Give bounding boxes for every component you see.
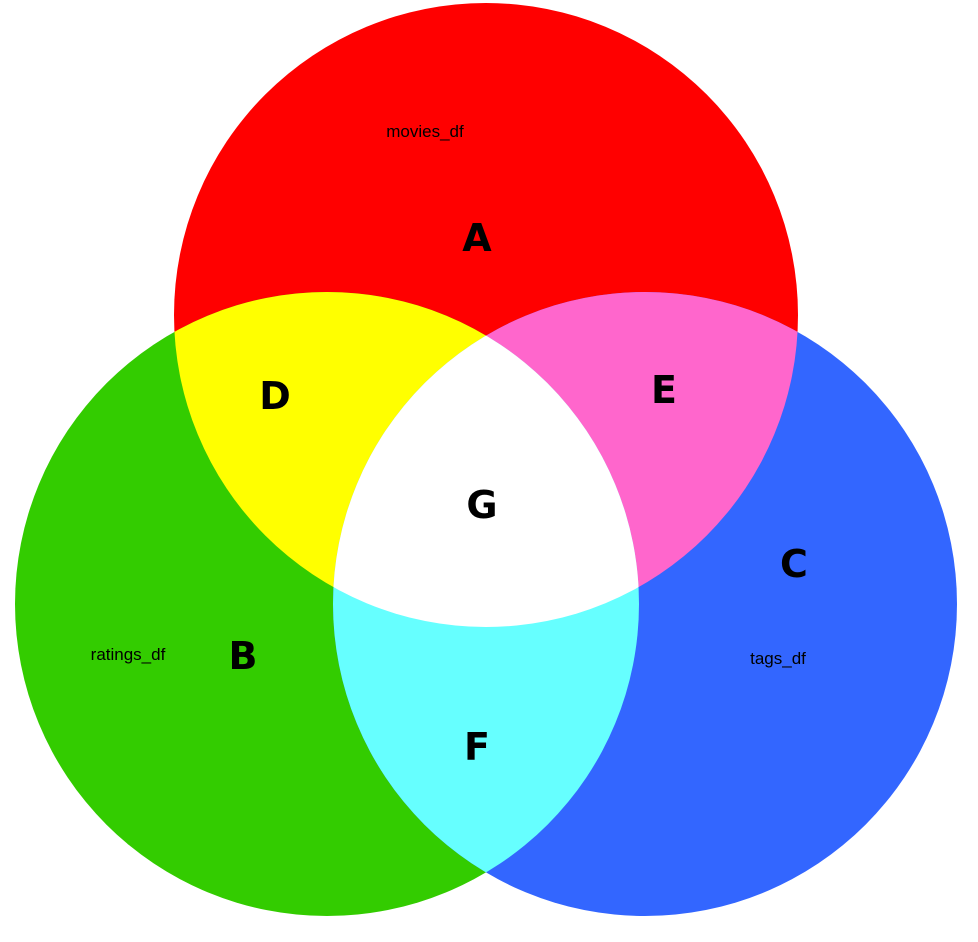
- set-name-movies: movies_df: [386, 122, 464, 141]
- set-name-tags: tags_df: [750, 649, 806, 668]
- overlap-g-region: [333, 292, 639, 627]
- region-label-c: C: [780, 542, 808, 586]
- region-label-d: D: [259, 374, 291, 418]
- region-label-e: E: [651, 368, 677, 412]
- set-name-ratings: ratings_df: [91, 645, 166, 664]
- region-label-f: F: [464, 725, 490, 769]
- region-label-b: B: [229, 634, 258, 678]
- region-label-g: G: [466, 483, 497, 527]
- region-label-a: A: [462, 216, 492, 260]
